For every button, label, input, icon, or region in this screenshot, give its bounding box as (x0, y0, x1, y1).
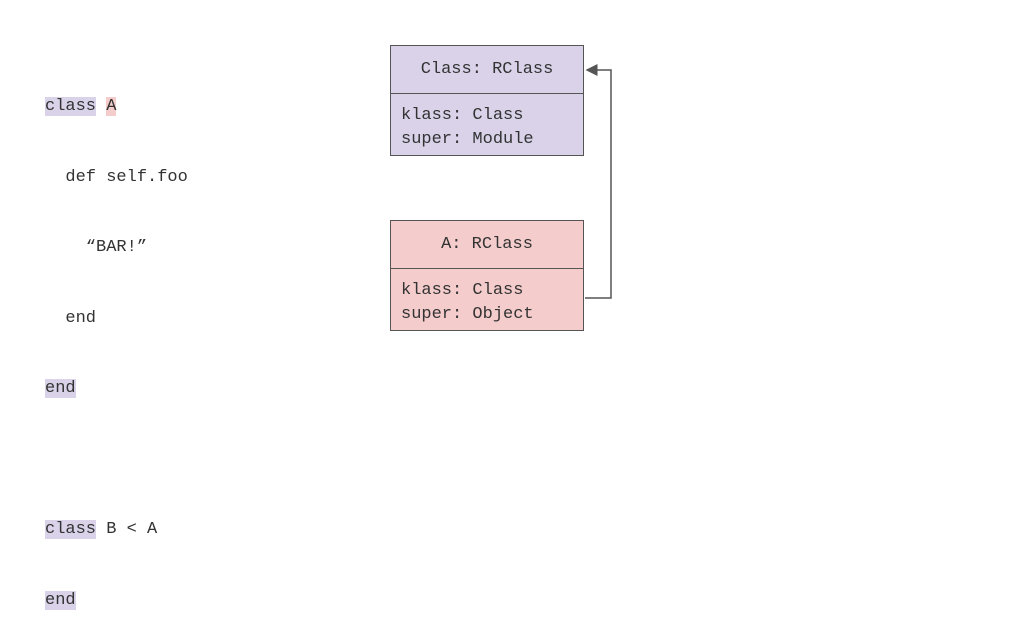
a-rclass-klass: klass: Class (401, 281, 524, 300)
code-line-8: end (45, 589, 188, 613)
keyword-end-b: end (45, 590, 76, 610)
code-line-3: “BAR!” (45, 238, 148, 257)
a-rclass-box: A: RClass klass: Class super: Object (390, 220, 584, 331)
keyword-class: class (45, 97, 97, 116)
a-rclass-fields: klass: Class super: Object (391, 269, 583, 332)
code-line-4: end (45, 308, 97, 328)
code-snippet: class A def self.foo “BAR!” end end clas… (45, 48, 188, 636)
class-rclass-super: super: Module (401, 130, 534, 149)
class-rclass-fields: klass: Class super: Module (391, 94, 583, 157)
a-rclass-super: super: Object (401, 305, 534, 324)
keyword-end: end (45, 379, 76, 398)
code-line-5: end (45, 377, 188, 401)
keyword-class-b: class (45, 520, 97, 539)
code-line-2: def self.foo (45, 167, 188, 187)
code-line-7: class B < A (45, 518, 188, 542)
a-rclass-title: A: RClass (391, 221, 583, 269)
class-rclass-title: Class: RClass (391, 46, 583, 94)
class-b-decl: B < A (96, 520, 158, 539)
class-rclass-klass: klass: Class (401, 106, 524, 125)
code-line-6 (45, 448, 188, 472)
class-rclass-box: Class: RClass klass: Class super: Module (390, 45, 584, 156)
class-name-a: A (106, 97, 117, 116)
code-line-1: class A (45, 95, 188, 119)
